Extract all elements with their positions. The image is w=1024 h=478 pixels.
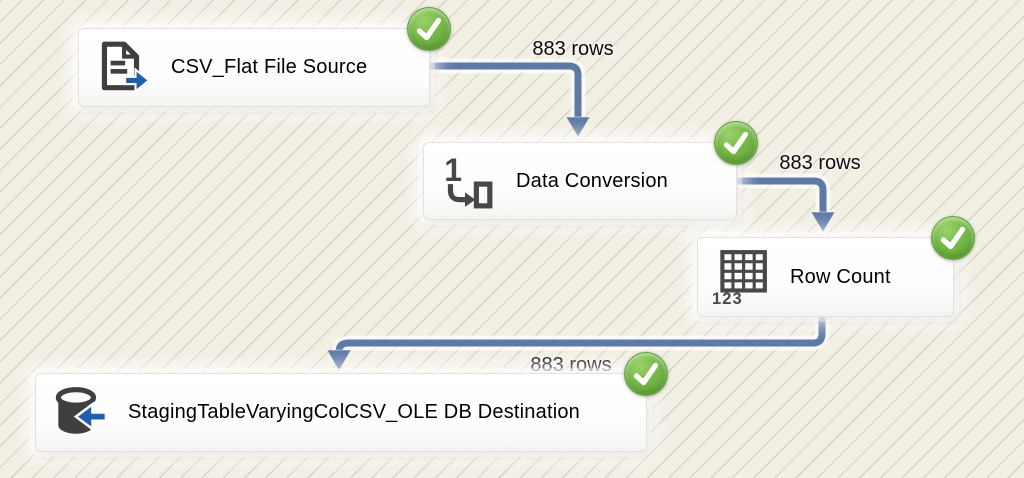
row-count-label: 883 rows xyxy=(530,354,612,376)
node-label: StagingTableVaryingColCSV_OLE DB Destina… xyxy=(128,401,581,423)
row-count-label: 883 rows xyxy=(532,38,614,60)
svg-text:1: 1 xyxy=(444,152,462,188)
ole-db-destination-icon xyxy=(49,384,108,442)
node-data-conversion[interactable]: 1 Data Conversion xyxy=(423,121,758,220)
node-label: Row Count xyxy=(790,265,891,288)
row-count-icon: 123 xyxy=(711,248,769,308)
connector-rowcount-to-destination[interactable] xyxy=(326,307,830,373)
data-conversion-icon: 1 xyxy=(437,152,495,210)
node-row-count[interactable]: 123 Row Count xyxy=(697,216,975,317)
success-check-icon xyxy=(714,121,758,165)
connector-source-to-conversion[interactable] xyxy=(420,58,591,138)
success-check-icon xyxy=(407,7,451,51)
success-check-icon xyxy=(931,216,975,260)
arrowhead-icon xyxy=(565,116,591,138)
node-csv-flat-file-source[interactable]: CSV_Flat File Source xyxy=(78,7,451,107)
row-count-label: 883 rows xyxy=(779,152,861,174)
connector-conversion-to-rowcount[interactable] xyxy=(727,173,836,233)
zero-glyph xyxy=(473,181,493,209)
node-label: Data Conversion xyxy=(516,169,668,192)
arrow-glyph xyxy=(464,192,476,207)
node-ole-db-destination[interactable]: StagingTableVaryingColCSV_OLE DB Destina… xyxy=(35,352,668,452)
arrowhead-icon xyxy=(810,211,836,233)
node-label: CSV_Flat File Source xyxy=(171,56,368,78)
flat-file-source-icon xyxy=(92,39,151,97)
arrowhead-icon xyxy=(326,349,352,373)
svg-text:123: 123 xyxy=(712,289,743,306)
success-check-icon xyxy=(624,352,668,396)
